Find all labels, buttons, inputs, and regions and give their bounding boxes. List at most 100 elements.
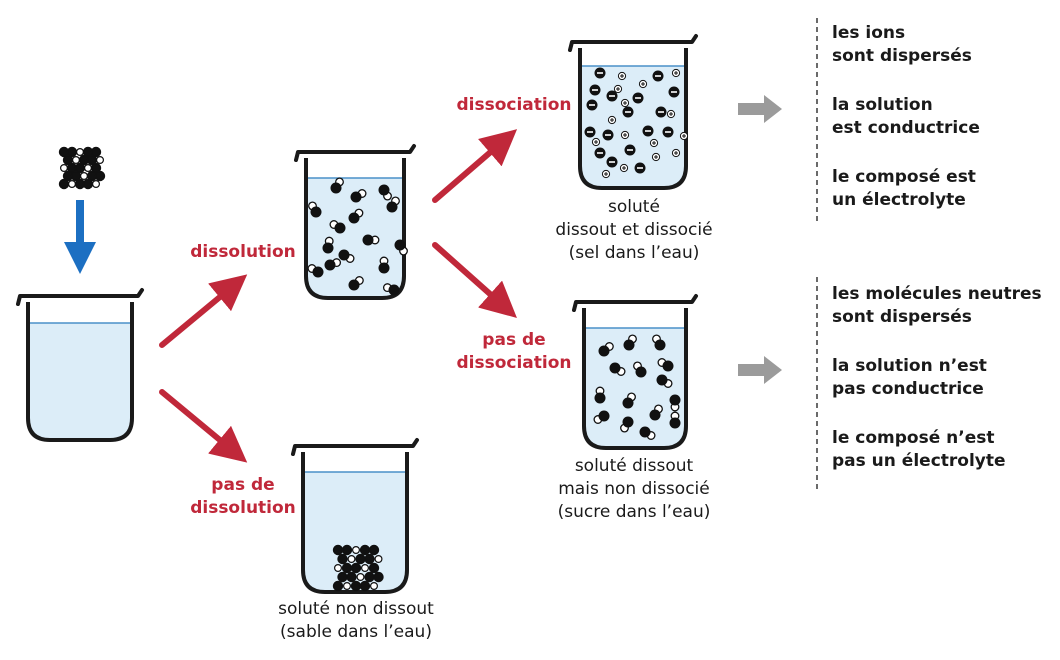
label-no-dissolution-1: pas de	[211, 475, 274, 495]
svg-text:un électrolyte: un électrolyte	[832, 190, 966, 210]
anion-icon	[584, 126, 596, 138]
svg-text:la solution: la solution	[832, 95, 933, 115]
cation-icon	[620, 98, 630, 108]
svg-text:les ions: les ions	[832, 23, 905, 43]
svg-text:(sable dans l’eau): (sable dans l’eau)	[280, 622, 432, 642]
cation-icon	[617, 71, 627, 81]
molecule-icon	[307, 264, 324, 278]
molecule-icon	[593, 410, 610, 424]
anion-icon	[589, 84, 601, 96]
molecule-icon	[623, 334, 637, 351]
cation-icon	[619, 163, 629, 173]
cation-icon	[679, 131, 689, 141]
anion-icon	[606, 156, 618, 168]
arrow-to-no-dissociation	[432, 242, 517, 318]
molecule-icon	[609, 362, 626, 376]
right-arrow-icon	[738, 95, 782, 123]
label-dissolution: dissolution	[190, 242, 296, 262]
cation-icon	[638, 79, 648, 89]
svg-text:soluté non dissout: soluté non dissout	[278, 599, 434, 619]
molecule-icon	[652, 334, 666, 351]
anion-icon	[622, 106, 634, 118]
anion-icon	[652, 70, 664, 82]
crystal-lattice-icon	[58, 146, 106, 190]
molecule-icon	[656, 374, 673, 388]
molecule-icon	[620, 416, 634, 433]
label-no-dissolution-2: dissolution	[190, 498, 296, 518]
molecule-icon	[348, 276, 364, 291]
anion-icon	[602, 129, 614, 141]
beaker-water	[16, 288, 144, 442]
caption-dissociated: soluté dissout et dissocié (sel dans l’e…	[555, 197, 712, 263]
svg-text:pas un électrolyte: pas un électrolyte	[832, 451, 1006, 471]
molecule-icon	[338, 249, 355, 263]
svg-text:soluté dissout: soluté dissout	[575, 456, 694, 476]
molecule-icon	[669, 394, 681, 412]
svg-text:sont dispersés: sont dispersés	[832, 307, 972, 327]
molecule-icon	[324, 258, 342, 271]
caption-not-dissolved: soluté non dissout (sable dans l’eau)	[278, 599, 434, 642]
beaker-not-dissociated	[572, 294, 698, 450]
right-arrow-icon	[738, 356, 782, 384]
label-dissociation: dissociation	[456, 95, 571, 115]
cation-icon	[620, 130, 630, 140]
molecule-icon	[348, 208, 364, 224]
anion-icon	[642, 125, 654, 137]
molecule-icon	[350, 189, 367, 203]
flow-arrows	[159, 129, 518, 463]
cation-icon	[671, 148, 681, 158]
molecule-icon	[622, 392, 636, 409]
molecule-icon	[386, 196, 400, 213]
svg-text:les molécules neutres: les molécules neutres	[832, 284, 1042, 304]
molecule-icon	[382, 283, 400, 296]
svg-text:la solution n’est: la solution n’est	[832, 356, 987, 376]
anion-icon	[668, 86, 680, 98]
cation-icon	[671, 68, 681, 78]
svg-text:sont dispersés: sont dispersés	[832, 46, 972, 66]
molecule-icon	[362, 234, 380, 246]
anion-icon	[606, 90, 618, 102]
label-no-dissociation-1: pas de	[482, 330, 545, 350]
molecule-icon	[649, 404, 663, 421]
cation-icon	[613, 84, 623, 94]
svg-text:soluté: soluté	[608, 197, 660, 217]
svg-text:(sel dans l’eau): (sel dans l’eau)	[569, 243, 700, 263]
molecule-icon	[378, 256, 390, 274]
label-no-dissociation-2: dissociation	[456, 353, 571, 373]
molecule-icon	[329, 220, 346, 234]
anion-icon	[624, 144, 636, 156]
cation-icon	[666, 109, 676, 119]
svg-text:dissout et dissocié: dissout et dissocié	[555, 220, 712, 240]
caption-not-dissociated: soluté dissout mais non dissocié (sucre …	[558, 456, 711, 522]
anion-icon	[662, 126, 674, 138]
anion-icon	[586, 99, 598, 111]
molecule-icon	[594, 386, 606, 404]
arrow-to-dissociation	[432, 129, 518, 203]
result-arrows	[738, 95, 782, 384]
anion-icon	[594, 67, 606, 79]
cation-icon	[651, 152, 661, 162]
molecule-icon	[633, 361, 647, 378]
svg-text:mais non dissocié: mais non dissocié	[558, 479, 709, 499]
cation-icon	[649, 138, 659, 148]
molecule-icon	[669, 411, 681, 429]
anion-icon	[594, 147, 606, 159]
sand-crystal	[332, 544, 384, 592]
molecule-icon	[308, 201, 322, 218]
svg-text:est conductrice: est conductrice	[832, 118, 980, 138]
svg-text:le composé est: le composé est	[832, 167, 976, 187]
molecule-icon	[394, 239, 408, 256]
cation-icon	[591, 137, 601, 147]
molecule-icon	[322, 236, 334, 254]
arrow-to-dissolution	[159, 274, 248, 348]
svg-text:le composé n’est: le composé n’est	[832, 428, 995, 448]
molecule-icon	[657, 358, 674, 372]
results-electrolyte: les ions sont dispersés la solution est …	[832, 23, 980, 210]
results-non-electrolyte: les molécules neutres sont dispersés la …	[832, 284, 1042, 471]
anion-icon	[655, 106, 667, 118]
svg-text:pas conductrice: pas conductrice	[832, 379, 984, 399]
anion-icon	[632, 92, 644, 104]
molecule-icon	[378, 184, 392, 201]
anion-icon	[634, 162, 646, 174]
